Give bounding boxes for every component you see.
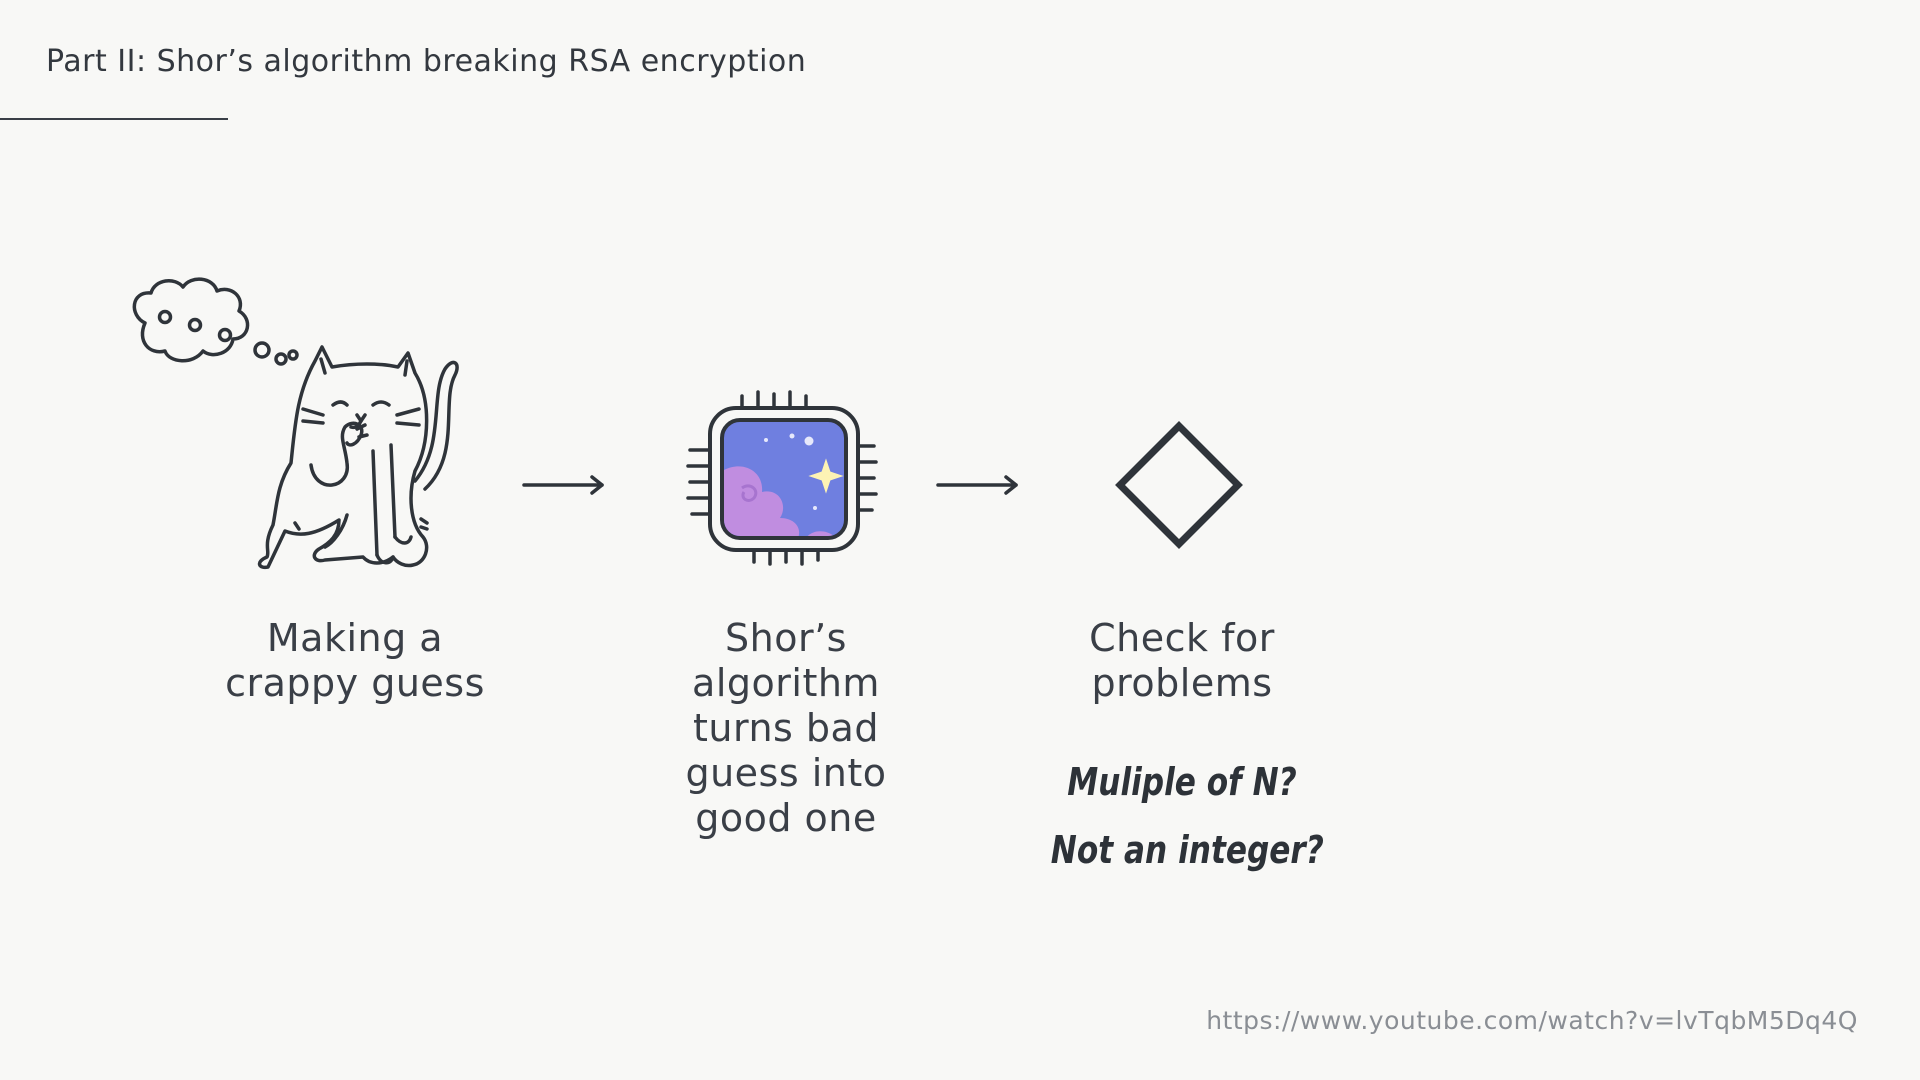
step-label-line: Shor’s	[725, 616, 847, 660]
step-label-line: Check for	[1089, 616, 1275, 660]
thought-cloud	[132, 277, 250, 363]
decision-diamond-icon	[1115, 421, 1243, 549]
step-label-line: algorithm	[692, 661, 880, 705]
step-label-line: good one	[695, 796, 877, 840]
step-label-line: guess into	[685, 751, 887, 795]
step-label-line: Making a	[266, 616, 444, 660]
problem-item: Muliple of N?	[1067, 760, 1297, 804]
problem-item: Not an integer?	[1050, 828, 1324, 872]
arrow-right-icon	[936, 475, 1018, 495]
slide-title: Part II: Shor’s algorithm breaking RSA e…	[46, 44, 807, 79]
step-label-line: turns bad	[693, 706, 879, 750]
arrow-right-icon	[522, 475, 604, 495]
source-link[interactable]: https://www.youtube.com/watch?v=lvTqbM5D…	[1206, 1006, 1858, 1035]
quantum-chip-icon	[686, 390, 878, 566]
step-label-line: problems	[1091, 661, 1273, 705]
title-underline	[0, 118, 228, 120]
step-label-shor: Shor’s algorithm turns bad guess into go…	[656, 616, 916, 841]
step-label-guess: Making a crappy guess	[205, 616, 505, 706]
thinking-cat-icon	[132, 277, 459, 570]
problem-list: Muliple of N? Not an integer?	[1050, 748, 1324, 884]
step-label-line: crappy guess	[225, 661, 485, 705]
step-label-check: Check for problems	[1042, 616, 1322, 706]
